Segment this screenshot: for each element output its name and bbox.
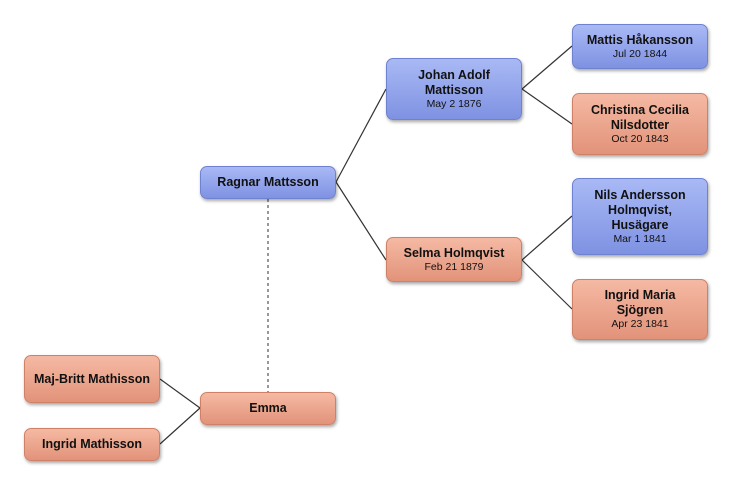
person-birth-date: May 2 1876 bbox=[426, 97, 482, 110]
connector-ragnar-selma bbox=[335, 181, 387, 261]
person-name: Selma Holmqvist bbox=[403, 245, 505, 260]
person-name: Christina Cecilia Nilsdotter bbox=[591, 102, 689, 132]
person-birth-date: Mar 1 1841 bbox=[613, 232, 667, 245]
person-name: Nils Andersson Holmqvist, Husägare bbox=[594, 187, 686, 232]
person-christina-cecilia-nilsdotter[interactable]: Christina Cecilia Nilsdotter Oct 20 1843 bbox=[572, 93, 708, 155]
person-birth-date: Feb 21 1879 bbox=[424, 260, 484, 273]
person-name: Johan Adolf Mattisson bbox=[418, 67, 490, 97]
person-maj-britt-mathisson[interactable]: Maj-Britt Mathisson bbox=[24, 355, 160, 403]
connector-selma-nils bbox=[521, 215, 573, 261]
person-johan-adolf-mattisson[interactable]: Johan Adolf Mattisson May 2 1876 bbox=[386, 58, 522, 120]
person-birth-date: Oct 20 1843 bbox=[611, 132, 669, 145]
person-birth-date: Jul 20 1844 bbox=[612, 47, 668, 60]
person-emma[interactable]: Emma bbox=[200, 392, 336, 425]
connector-emma-ingrid-m bbox=[159, 407, 201, 445]
connector-ragnar-johan bbox=[335, 88, 387, 183]
person-ingrid-mathisson[interactable]: Ingrid Mathisson bbox=[24, 428, 160, 461]
person-name: Ingrid Mathisson bbox=[42, 437, 142, 451]
person-name: Maj-Britt Mathisson bbox=[34, 371, 150, 386]
person-ragnar-mattsson[interactable]: Ragnar Mattsson bbox=[200, 166, 336, 199]
person-mattis-hakansson[interactable]: Mattis Håkansson Jul 20 1844 bbox=[572, 24, 708, 69]
person-nils-andersson-holmqvist[interactable]: Nils Andersson Holmqvist, Husägare Mar 1… bbox=[572, 178, 708, 255]
connector-selma-ingrid-maria bbox=[521, 259, 573, 310]
person-selma-holmqvist[interactable]: Selma Holmqvist Feb 21 1879 bbox=[386, 237, 522, 282]
connector-emma-maj-britt bbox=[159, 378, 201, 409]
connector-johan-christina bbox=[521, 88, 573, 125]
connector-johan-mattis bbox=[521, 45, 573, 90]
person-name: Ragnar Mattsson bbox=[217, 175, 319, 189]
person-name: Emma bbox=[249, 401, 287, 415]
person-ingrid-maria-sjogren[interactable]: Ingrid Maria Sjögren Apr 23 1841 bbox=[572, 279, 708, 340]
person-name: Mattis Håkansson bbox=[586, 32, 694, 47]
person-birth-date: Apr 23 1841 bbox=[611, 318, 669, 330]
person-name: Ingrid Maria Sjögren bbox=[604, 288, 676, 317]
